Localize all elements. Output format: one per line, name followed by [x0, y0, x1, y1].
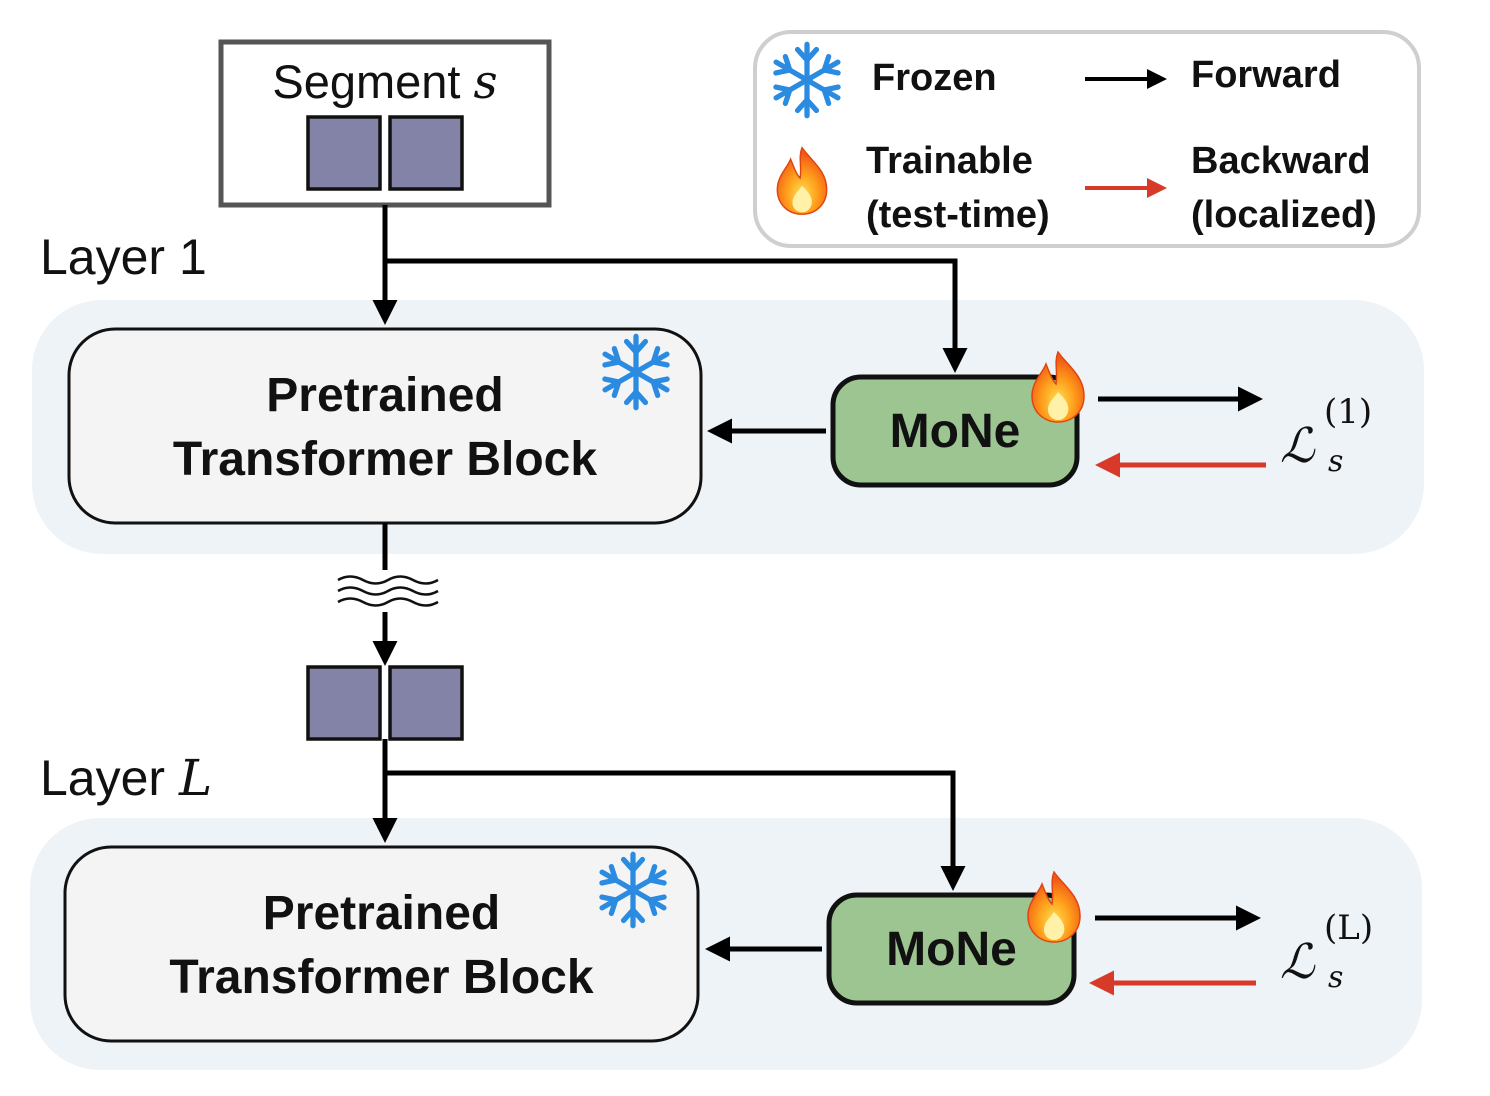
- mone-1-label: MoNe: [889, 405, 1021, 458]
- legend-frozen-label: Frozen: [872, 57, 997, 99]
- layer-L-symbol: L: [178, 749, 213, 807]
- forward-arrow: [385, 770, 966, 891]
- transformer-block-L: [63, 845, 700, 1043]
- token-block: [306, 115, 382, 191]
- legend-trainable-line-1: Trainable: [866, 140, 1033, 182]
- block-1-title: Pretrained Transformer Block: [69, 364, 701, 492]
- block-1-line-1: Pretrained: [266, 369, 504, 422]
- mone-module-L: [826, 892, 1077, 1006]
- ellipsis-wave-icon: [337, 575, 439, 607]
- loss-1-superscript: (1): [1324, 392, 1373, 432]
- mone-L-label: MoNe: [886, 923, 1017, 976]
- layer-1-label: Layer 1: [40, 229, 207, 285]
- block-L-title: Pretrained Transformer Block: [65, 882, 698, 1010]
- legend-trainable-label: Trainable (test-time): [866, 134, 1050, 242]
- loss-L-subscript: s: [1328, 960, 1344, 995]
- legend-trainable-line-2: (test-time): [866, 194, 1050, 236]
- block-L-line-2: Transformer Block: [169, 951, 594, 1004]
- loss-L-base: ℒ: [1280, 934, 1315, 990]
- forward-arrow: [385, 258, 968, 373]
- legend-backward-line-2: (localized): [1191, 194, 1377, 236]
- legend-backward-line-1: Backward: [1191, 140, 1371, 182]
- legend-box: [753, 30, 1421, 248]
- loss-1: ℒ (1) s: [1280, 392, 1400, 488]
- segment-symbol: s: [473, 55, 498, 110]
- loss-1-subscript: s: [1328, 444, 1344, 479]
- loss-1-base: ℒ: [1280, 418, 1315, 474]
- token-block: [388, 115, 464, 191]
- segment-label: Segment s: [221, 54, 549, 110]
- layer-L-label: Layer L: [40, 749, 212, 807]
- token-block: [388, 665, 464, 741]
- loss-L: ℒ (L) s: [1280, 908, 1400, 1004]
- token-block: [306, 665, 382, 741]
- block-L-line-1: Pretrained: [262, 887, 501, 940]
- segment-box: [218, 39, 552, 208]
- loss-L-superscript: (L): [1324, 908, 1374, 948]
- legend-backward-label: Backward (localized): [1191, 134, 1377, 242]
- block-1-line-2: Transformer Block: [172, 433, 598, 486]
- mone-module-1: [830, 374, 1080, 488]
- legend-forward-label: Forward: [1191, 54, 1341, 96]
- segment-label-text: Segment: [272, 55, 461, 108]
- layer-L-label-text: Layer: [40, 750, 166, 806]
